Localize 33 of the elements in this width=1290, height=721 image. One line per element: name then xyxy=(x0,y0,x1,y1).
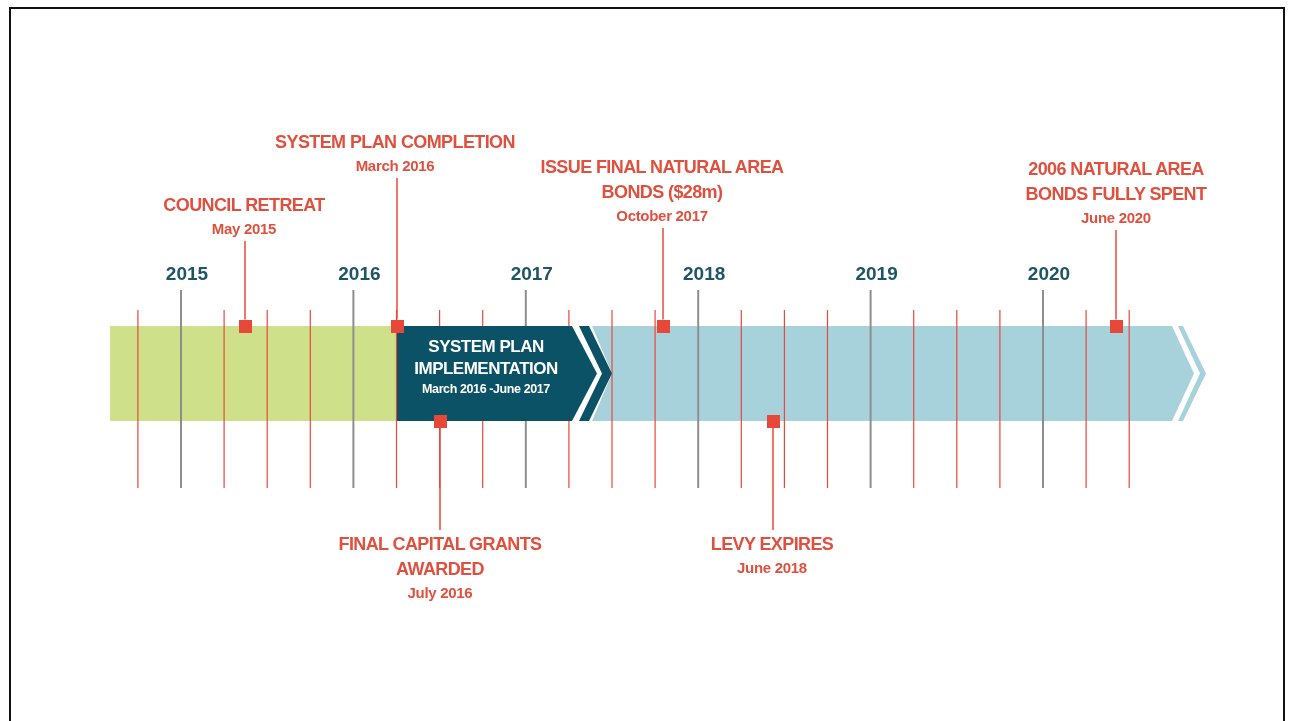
event-date: June 2018 xyxy=(736,558,808,578)
event-title: ISSUE FINAL NATURAL AREA BONDS ($28m) xyxy=(539,156,785,204)
leader-line xyxy=(396,177,398,321)
event-marker xyxy=(1109,319,1123,333)
event-date: June 2020 xyxy=(1080,208,1152,228)
leader-line xyxy=(439,426,441,531)
phase-dates: March 2016 -June 2017 xyxy=(421,381,551,398)
event-title: LEVY EXPIRES xyxy=(709,533,835,556)
event-title: COUNCIL RETREAT xyxy=(162,194,326,217)
year-label: 2017 xyxy=(509,263,554,285)
event-date: October 2017 xyxy=(615,206,709,226)
phase-band xyxy=(397,326,612,421)
event-date: July 2016 xyxy=(406,583,474,603)
year-label: 2016 xyxy=(337,263,382,285)
year-label: 2015 xyxy=(164,263,210,285)
year-label: 2020 xyxy=(1026,263,1072,285)
event-marker xyxy=(390,319,404,333)
timeline-band xyxy=(592,326,1207,421)
leader-line xyxy=(662,227,664,321)
event-date: March 2016 xyxy=(354,156,436,176)
timeline-bar xyxy=(110,326,397,421)
leader-line xyxy=(244,240,246,321)
event-title: 2006 NATURAL AREA BONDS FULLY SPENT xyxy=(1024,158,1208,206)
event-date: May 2015 xyxy=(210,219,278,239)
phase-title: SYSTEM PLAN IMPLEMENTATION xyxy=(413,336,559,380)
event-title: SYSTEM PLAN COMPLETION xyxy=(274,131,516,154)
event-marker xyxy=(656,319,670,333)
event-marker xyxy=(238,319,252,333)
leader-line xyxy=(1115,229,1117,321)
year-label: 2019 xyxy=(854,263,899,285)
event-title: FINAL CAPITAL GRANTS AWARDED xyxy=(337,533,543,581)
year-label: 2018 xyxy=(682,263,727,285)
leader-line xyxy=(772,426,774,531)
